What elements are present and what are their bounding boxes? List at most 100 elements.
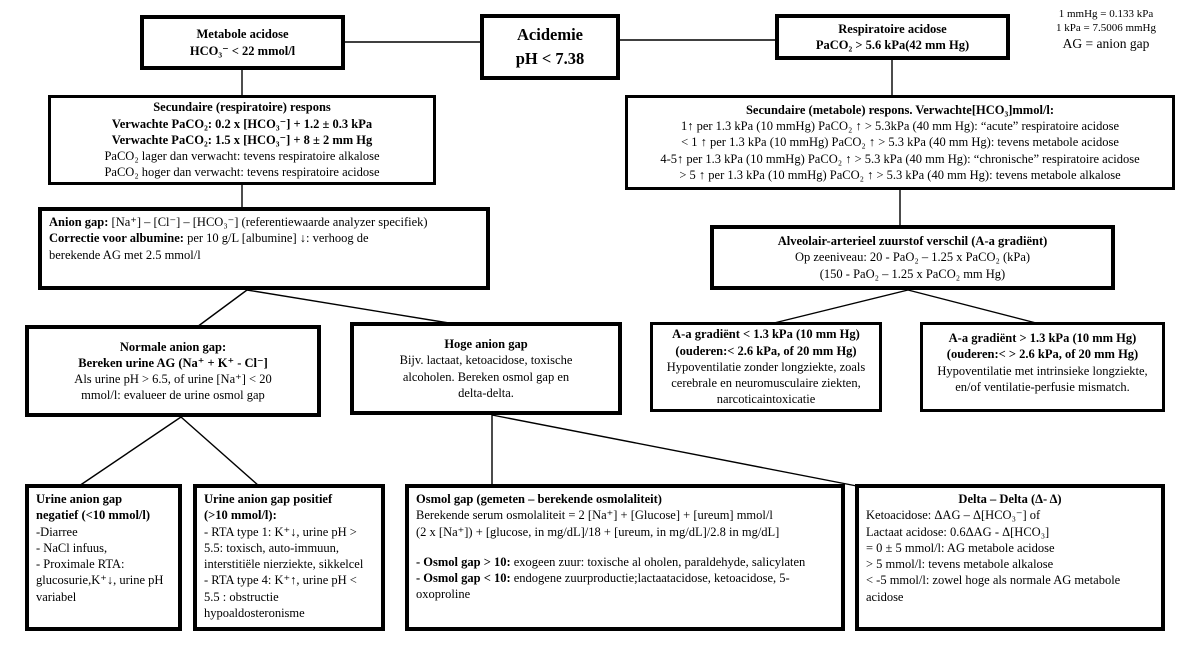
uag-neg-item-diarree: -Diarree bbox=[36, 524, 78, 539]
aa-low-desc3: narcoticaintoxicatie bbox=[716, 392, 816, 407]
aa-high-desc2: en/of ventilatie-perfusie mismatch. bbox=[955, 379, 1130, 394]
uag-neg-criterion: negatief (<10 mmol/l) bbox=[36, 508, 151, 523]
uag-pos-rta1: - RTA type 1: K⁺↓, urine pH > bbox=[204, 524, 357, 539]
osmol-rule-low-label: - Osmol gap < 10: bbox=[416, 571, 511, 585]
urine-ag-positief-box: Urine anion gap positief (>10 mmol/l): -… bbox=[193, 484, 385, 631]
acidemie-box: Acidemie pH < 7.38 bbox=[480, 14, 620, 80]
sec-resp-formula-mmhg: Verwachte PaCO₂: 1.5 x [HCO₃⁻] + 8 ± 2 m… bbox=[111, 132, 373, 147]
sec-met-rule-metabole-alkalose: > 5 ↑ per 1.3 kPa (10 mmHg) PaCO₂ ↑ > 5.… bbox=[679, 167, 1121, 182]
sec-met-title: Secundaire (metabole) respons. Verwachte… bbox=[745, 102, 1055, 117]
hoge-ag-causes-end: delta-delta. bbox=[458, 385, 514, 400]
delta-rule-low: < -5 mmol/l: zowel hoge als normale AG m… bbox=[866, 573, 1121, 588]
aa-low-title: A-a gradiënt < 1.3 kPa (10 mm Hg) bbox=[672, 327, 860, 342]
hoge-ag-causes-cont: alcoholen. Bereken osmol gap en bbox=[402, 369, 570, 384]
aa-gradient-title: Alveolair-arterieel zuurstof verschil (A… bbox=[777, 234, 1048, 249]
sec-resp-lower-note: PaCO₂ lager dan verwacht: tevens respira… bbox=[104, 149, 380, 164]
connector-alveolair-aahigh bbox=[907, 289, 1041, 325]
uag-pos-rta4-cont1: 5.5 : obstructie bbox=[204, 589, 279, 604]
anion-gap-formula: [Na⁺] – [Cl⁻] – [HCO₃⁻] (referentiewaard… bbox=[108, 215, 428, 229]
connector-aniongap-normale bbox=[196, 289, 248, 328]
delta-title: Delta – Delta (Δ- Δ) bbox=[958, 492, 1062, 506]
uag-neg-title: Urine anion gap bbox=[36, 492, 123, 506]
connector-normale-uagpos bbox=[180, 416, 260, 487]
sec-met-rule-metabole-acidose: < 1 ↑ per 1.3 kPa (10 mmHg) PaCO₂ ↑ > 5.… bbox=[681, 135, 1119, 150]
delta-keto-formula: Ketoacidose: ΔAG – Δ[HCO₃⁻] of bbox=[866, 508, 1041, 523]
osmol-rule-high-text: exogeen zuur: toxische al oholen, parald… bbox=[510, 554, 806, 569]
metabole-acidose-title: Metabole acidose bbox=[196, 27, 289, 42]
sec-resp-title: Secundaire (respiratoire) respons bbox=[153, 100, 331, 115]
respiratoire-acidose-box: Respiratoire acidose PaCO₂ > 5.6 kPa(42 … bbox=[775, 14, 1010, 60]
osmol-rule-low: - Osmol gap < 10: endogene zuurproductie… bbox=[416, 570, 834, 586]
secundaire-respiratoire-respons-box: Secundaire (respiratoire) respons Verwac… bbox=[48, 95, 436, 185]
aa-high-title: A-a gradiënt > 1.3 kPa (10 mm Hg) bbox=[948, 331, 1137, 345]
osmol-title: Osmol gap (gemeten – berekende osmolalit… bbox=[416, 492, 662, 506]
uag-neg-item-rta: - Proximale RTA: bbox=[36, 557, 125, 571]
connector-hoge-delta bbox=[491, 414, 863, 488]
delta-rule-low-cont: acidose bbox=[866, 589, 904, 604]
uag-pos-rta4-cont2: hypoaldosteronisme bbox=[204, 605, 305, 620]
osmol-gap-box: Osmol gap (gemeten – berekende osmolalit… bbox=[405, 484, 845, 631]
urine-ag-negatief-box: Urine anion gap negatief (<10 mmol/l) -D… bbox=[25, 484, 182, 631]
anion-gap-label: Anion gap: bbox=[49, 215, 109, 229]
aa-gradient-low-box: A-a gradiënt < 1.3 kPa (10 mm Hg) (ouder… bbox=[650, 322, 882, 412]
normale-ag-condition: Als urine pH > 6.5, of urine [Na⁺] < 20 bbox=[74, 372, 272, 386]
connector-alveolair-aalow bbox=[769, 289, 909, 325]
uag-pos-rta1-cont1: 5.5: toxisch, auto-immuun, bbox=[204, 540, 340, 555]
delta-rule-high: > 5 mmol/l: tevens metabole alkalose bbox=[866, 557, 1054, 571]
aa-low-desc1: Hypoventilatie zonder longziekte, zoals bbox=[666, 359, 866, 374]
osmol-spacer bbox=[416, 540, 834, 554]
normale-ag-condition-cont: mmol/l: evalueer de urine osmol gap bbox=[81, 388, 265, 403]
hoge-ag-title: Hoge anion gap bbox=[444, 337, 528, 351]
uag-neg-item-nacl: - NaCl infuus, bbox=[36, 540, 108, 555]
osmol-rule-low-text: endogene zuurproductie;lactaatacidose, k… bbox=[510, 571, 790, 585]
osmol-rule-high-label: - Osmol gap > 10: bbox=[416, 554, 511, 569]
aa-gradient-box: Alveolair-arterieel zuurstof verschil (A… bbox=[710, 225, 1115, 290]
sec-met-rule-chronisch: 4-5↑ per 1.3 kPa (10 mmHg) PaCO₂ ↑ > 5.3… bbox=[660, 151, 1140, 166]
aa-gradient-high-box: A-a gradiënt > 1.3 kPa (10 mm Hg) (ouder… bbox=[920, 322, 1165, 412]
metabole-acidose-criterion: HCO₃⁻ < 22 mmol/l bbox=[189, 43, 296, 58]
acidemie-criterion: pH < 7.38 bbox=[515, 49, 585, 68]
albumine-correction-line: Correctie voor albumine: per 10 g/L [alb… bbox=[49, 230, 479, 246]
albumine-correction-label: Correctie voor albumine: bbox=[49, 231, 184, 246]
normale-ag-title: Normale anion gap: bbox=[119, 339, 227, 354]
abbreviation-ag: AG = anion gap bbox=[1062, 35, 1150, 51]
uag-neg-item-rta-end: variabel bbox=[36, 589, 77, 604]
aa-high-elderly: (ouderen:< > 2.6 kPa, of 20 mm Hg) bbox=[946, 347, 1139, 362]
albumine-correction-cont: berekende AG met 2.5 mmol/l bbox=[49, 247, 201, 262]
anion-gap-box: Anion gap: [Na⁺] – [Cl⁻] – [HCO₃⁻] (refe… bbox=[38, 207, 490, 290]
unit-conversion-note: 1 mmHg = 0.133 kPa 1 kPa = 7.5006 mmHg A… bbox=[1036, 8, 1176, 52]
connector-normale-uagneg bbox=[78, 416, 182, 487]
conversion-kpa-mmhg: 1 kPa = 7.5006 mmHg bbox=[1055, 21, 1156, 34]
respiratoire-acidose-criterion: PaCO₂ > 5.6 kPa(42 mm Hg) bbox=[815, 38, 970, 52]
aa-gradient-formula-mmhg: (150 - PaO₂ – 1.25 x PaCO₂ mm Hg) bbox=[819, 266, 1006, 281]
anion-gap-formula-line: Anion gap: [Na⁺] – [Cl⁻] – [HCO₃⁻] (refe… bbox=[49, 214, 479, 230]
osmol-formula-mmol: Berekende serum osmolaliteit = 2 [Na⁺] +… bbox=[416, 508, 773, 523]
osmol-formula-mgdl: (2 x [Na⁺]) + [glucose, in mg/dL]/18 + [… bbox=[416, 524, 780, 539]
uag-pos-criterion: (>10 mmol/l): bbox=[204, 508, 277, 523]
aa-high-desc1: Hypoventilatie met intrinsieke longziekt… bbox=[937, 363, 1148, 378]
sec-met-rule-acute: 1↑ per 1.3 kPa (10 mmHg) PaCO₂ ↑ > 5.3kP… bbox=[680, 119, 1120, 134]
sec-resp-formula-kpa: Verwachte PaCO₂: 0.2 x [HCO₃⁻] + 1.2 ± 0… bbox=[111, 116, 373, 131]
hoge-ag-causes: Bijv. lactaat, ketoacidose, toxische bbox=[399, 353, 573, 368]
uag-neg-item-rta-cont: glucosurie,K⁺↓, urine pH bbox=[36, 573, 164, 588]
delta-delta-box: Delta – Delta (Δ- Δ) Ketoacidose: ΔAG – … bbox=[855, 484, 1165, 631]
conversion-mmhg-kpa: 1 mmHg = 0.133 kPa bbox=[1058, 8, 1154, 20]
normale-anion-gap-box: Normale anion gap: Bereken urine AG (Na⁺… bbox=[25, 325, 321, 417]
aa-low-elderly: (ouderen:< 2.6 kPa, of 20 mm Hg) bbox=[675, 343, 857, 358]
osmol-rule-high: - Osmol gap > 10: exogeen zuur: toxische… bbox=[416, 554, 834, 570]
respiratoire-acidose-title: Respiratoire acidose bbox=[838, 21, 947, 36]
uag-pos-title: Urine anion gap positief bbox=[204, 492, 333, 506]
aa-low-desc2: cerebrale en neuromusculaire ziekten, bbox=[671, 376, 861, 391]
osmol-rule-low-cont: oxoproline bbox=[416, 587, 471, 602]
aa-gradient-formula-kpa: Op zeeniveau: 20 - PaO₂ – 1.25 x PaCO₂ (… bbox=[794, 250, 1031, 265]
uag-pos-rta1-cont2: interstitiële nierziekte, sikkelcel bbox=[204, 557, 364, 571]
secundaire-metabole-respons-box: Secundaire (metabole) respons. Verwachte… bbox=[625, 95, 1175, 190]
delta-rule-zero: = 0 ± 5 mmol/l: AG metabole acidose bbox=[866, 540, 1055, 555]
uag-pos-rta4: - RTA type 4: K⁺↑, urine pH < bbox=[204, 573, 357, 588]
delta-lactaat-formula: Lactaat acidose: 0.6ΔAG - Δ[HCO₃] bbox=[866, 524, 1050, 539]
hoge-anion-gap-box: Hoge anion gap Bijv. lactaat, ketoacidos… bbox=[350, 322, 622, 415]
connector-aniongap-hoge bbox=[246, 289, 456, 325]
acidemie-title: Acidemie bbox=[517, 25, 583, 45]
